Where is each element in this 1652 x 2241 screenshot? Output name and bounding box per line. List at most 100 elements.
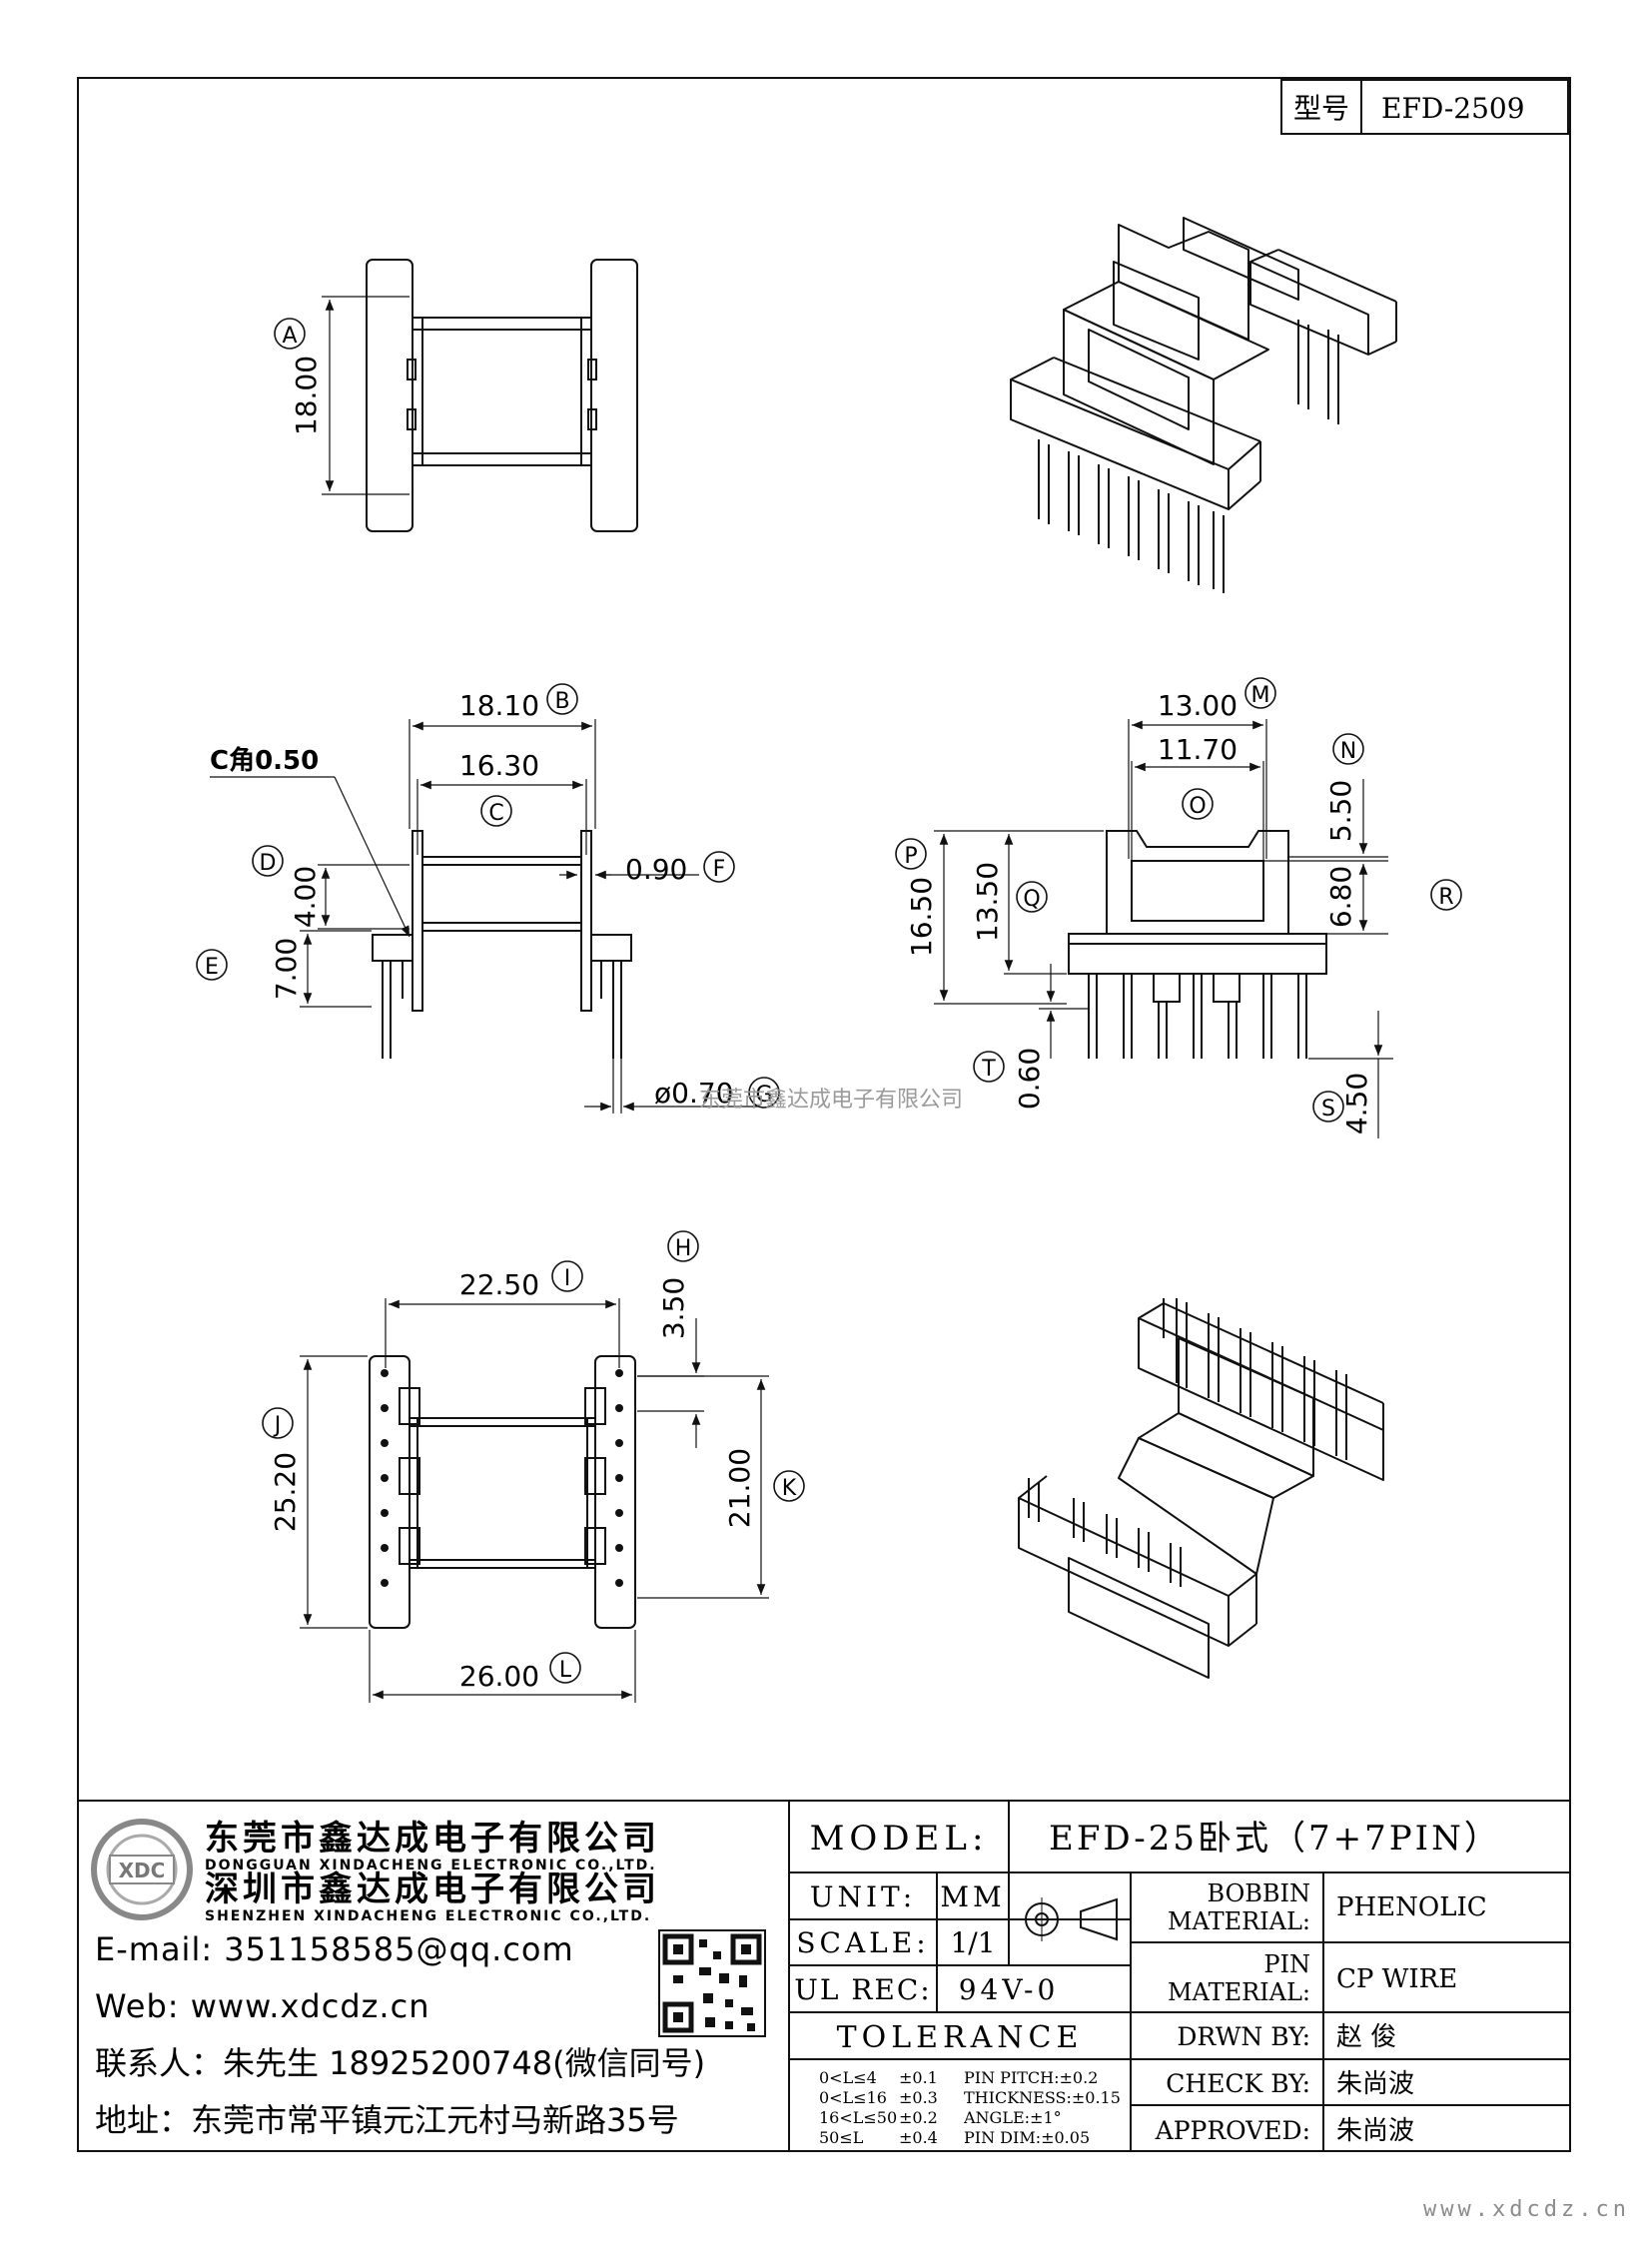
dimension-o-tag: O: [1189, 794, 1206, 819]
dimension-b-value: 18.10: [459, 689, 539, 722]
dimension-o-value: 11.70: [1158, 733, 1238, 766]
dimension-k-tag: K: [782, 1476, 797, 1501]
dimension-r-value: 6.80: [1324, 866, 1357, 928]
tolerance-range: 50≤L: [819, 2128, 864, 2147]
dimension-p-value: 16.50: [905, 877, 938, 957]
check-by-value: 朱尚波: [1336, 2069, 1414, 2099]
chamfer-note: C角0.50: [210, 745, 319, 776]
unit-value: MM: [940, 1880, 1005, 1913]
side-view-dimensions: 13.00 M 11.70 O 5.50 N 6.80 R 16.50 P 13…: [895, 677, 1462, 1138]
title-block: [78, 1800, 1570, 2151]
isometric-view-top: [1010, 217, 1397, 593]
footer-url: www.xdcdz.cn: [1423, 2197, 1630, 2222]
bottom-view-pin-holes: [381, 1369, 623, 1587]
bobbin-label-line1: BOBBIN: [1207, 1879, 1310, 1907]
dimension-a: 18.00 A: [274, 296, 410, 495]
dimension-j-tag: J: [273, 1413, 282, 1438]
front-view-dimensions: 18.10 B 16.30 C C角0.50 4.00 D 7.00 E 0.9…: [196, 683, 780, 1114]
top-view: [366, 259, 638, 532]
tolerance-extra: PIN PITCH:±0.2: [964, 2068, 1098, 2087]
dimension-s-value: 4.50: [1340, 1073, 1373, 1134]
dimension-d-value: 4.00: [289, 866, 322, 928]
ul-value: 94V-0: [959, 1973, 1060, 2006]
bobbin-value: PHENOLIC: [1336, 1892, 1487, 1922]
dimension-f-tag: F: [713, 857, 726, 882]
watermark: 东莞市鑫达成电子有限公司: [699, 1088, 963, 1113]
dimension-q-value: 13.50: [971, 862, 1004, 942]
dimension-h-value: 3.50: [657, 1277, 690, 1339]
dimension-j-value: 25.20: [269, 1452, 302, 1532]
drawn-by-value: 赵 俊: [1336, 2022, 1396, 2052]
model-label: MODEL:: [810, 1819, 989, 1859]
dimension-g-tag: G: [755, 1083, 772, 1108]
dimension-a-tag: A: [282, 324, 297, 349]
bottom-view: [369, 1355, 636, 1629]
company-web: Web: www.xdcdz.cn: [95, 1987, 429, 2025]
dimension-c-tag: C: [488, 801, 503, 826]
scale-value: 1/1: [950, 1926, 995, 1959]
bottom-view-dimensions: 22.50 I 3.50 H 25.20 J 21.00 K 26.00 L: [262, 1230, 805, 1703]
dimension-q-tag: Q: [1023, 887, 1040, 912]
unit-label: UNIT:: [810, 1880, 916, 1913]
dimension-f-value: 0.90: [625, 853, 687, 886]
drawn-by-label: DRWN BY:: [1177, 2022, 1310, 2051]
company-name-shenzhen: 深圳市鑫达成电子有限公司: [205, 1869, 660, 1909]
tolerance-table: 0<L≤4 ±0.1 PIN PITCH:±0.2 0<L≤16 ±0.3 TH…: [819, 2068, 1121, 2147]
dimension-t-tag: T: [981, 1057, 996, 1082]
company-contact: 联系人：朱先生 18925200748(微信同号): [95, 2044, 705, 2082]
company-name-shenzhen-en: SHENZHEN XINDACHENG ELECTRONIC CO.,LTD.: [205, 1908, 651, 1924]
dimension-b-tag: B: [554, 689, 569, 714]
dimension-k-value: 21.00: [723, 1448, 756, 1528]
pin-label-line1: PIN: [1263, 1950, 1310, 1978]
dimension-c-value: 16.30: [459, 749, 539, 782]
tolerance-range: 0<L≤4: [819, 2068, 877, 2087]
check-by-label: CHECK BY:: [1166, 2069, 1310, 2098]
model-value: EFD-25卧式（7+7PIN）: [1049, 1819, 1501, 1859]
dimension-e-value: 7.00: [270, 938, 303, 1000]
tolerance-extra: ANGLE:±1°: [963, 2108, 1062, 2127]
approved-label: APPROVED:: [1155, 2116, 1310, 2145]
model-number-box: 型号 EFD-2509: [1280, 79, 1569, 135]
front-view: [372, 830, 632, 1059]
tolerance-extra: THICKNESS:±0.15: [964, 2088, 1121, 2107]
ul-label: UL REC:: [794, 1973, 931, 2006]
logo-text: XDC: [119, 1859, 166, 1882]
sheet-border: [77, 77, 1571, 2152]
company-address: 地址：东莞市常平镇元江元村马新路35号: [95, 2101, 679, 2139]
qr-code: [658, 1929, 766, 2037]
projection-symbol: [1019, 1897, 1118, 1941]
approved-value: 朱尚波: [1336, 2116, 1414, 2146]
dimension-i-tag: I: [564, 1266, 571, 1291]
dimension-a-value: 18.00: [290, 356, 323, 435]
tolerance-range: 0<L≤16: [819, 2088, 887, 2107]
company-email: E-mail: 351158585@qq.com: [95, 1930, 574, 1968]
tolerance-value: ±0.2: [899, 2108, 938, 2127]
dimension-m-value: 13.00: [1158, 689, 1238, 722]
dimension-i-value: 22.50: [459, 1268, 539, 1301]
dimension-m-tag: M: [1251, 683, 1270, 708]
company-info: 东莞市鑫达成电子有限公司 DONGGUAN XINDACHENG ELECTRO…: [95, 1819, 705, 2139]
dimension-g-value: ø0.70: [654, 1077, 733, 1110]
dimension-p-tag: P: [904, 844, 917, 869]
dimension-d-tag: D: [260, 851, 277, 876]
dimension-e-tag: E: [205, 955, 219, 980]
dimension-t-value: 0.60: [1013, 1048, 1046, 1110]
isometric-view-bottom: [1018, 1298, 1384, 1679]
side-view: [1068, 830, 1327, 1059]
pin-label-line2: MATERIAL:: [1168, 1978, 1310, 2006]
company-name-dongguan: 东莞市鑫达成电子有限公司: [205, 1819, 660, 1859]
dimension-n-value: 5.50: [1324, 780, 1357, 842]
tolerance-extra: PIN DIM:±0.05: [964, 2128, 1090, 2147]
title-block-text: MODEL: EFD-25卧式（7+7PIN） UNIT: MM SCALE: …: [794, 1819, 1501, 2146]
dimension-s-tag: S: [1321, 1097, 1335, 1121]
dimension-l-value: 26.00: [459, 1660, 539, 1693]
model-number-label: 型号: [1293, 92, 1349, 125]
dimension-n-tag: N: [1340, 739, 1356, 764]
dimension-r-tag: R: [1438, 885, 1453, 910]
pin-value: CP WIRE: [1336, 1964, 1457, 1994]
tolerance-value: ±0.4: [899, 2128, 938, 2147]
dimension-h-tag: H: [675, 1236, 692, 1261]
tolerance-value: ±0.3: [899, 2088, 938, 2107]
tolerance-label: TOLERANCE: [837, 2020, 1084, 2055]
